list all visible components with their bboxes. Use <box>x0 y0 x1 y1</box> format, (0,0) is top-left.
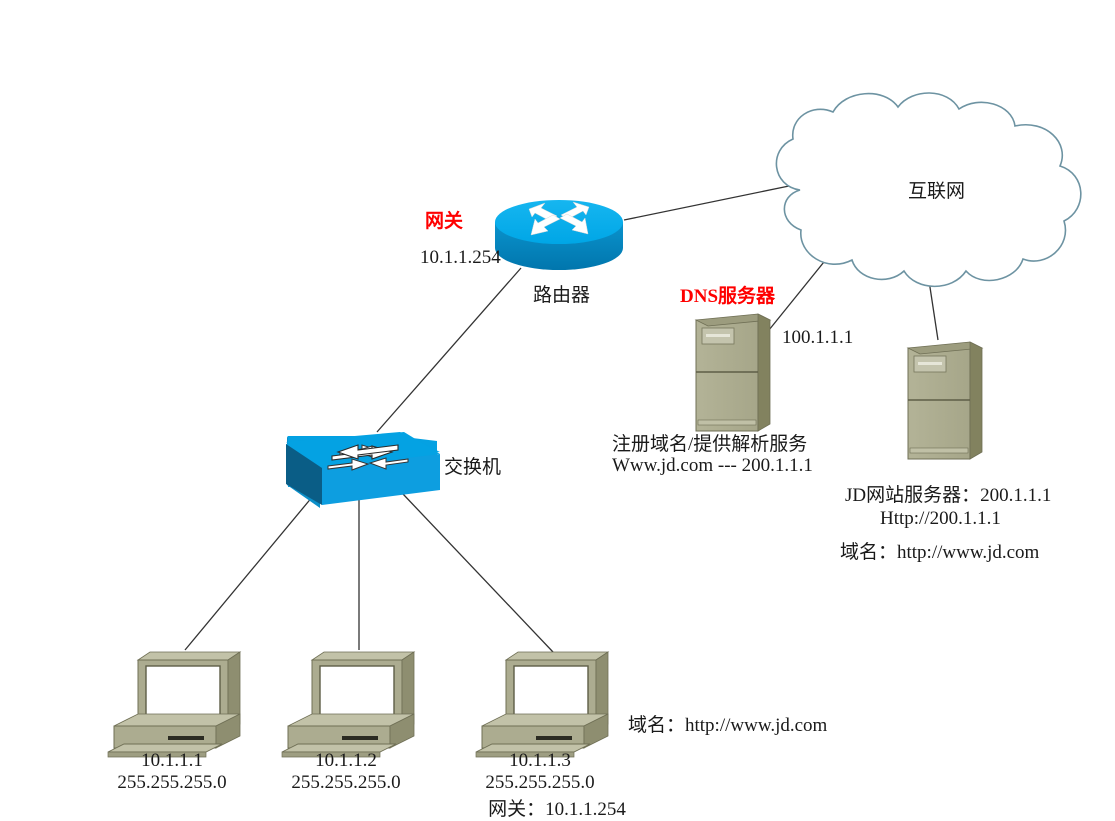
dns-server-ip-label: 100.1.1.1 <box>782 327 854 348</box>
pc2-ip-label: 10.1.1.2 <box>315 750 377 771</box>
pc3-ip-label: 10.1.1.3 <box>509 750 571 771</box>
cloud-label: 互联网 <box>908 181 966 202</box>
router-ip-label: 10.1.1.254 <box>420 247 501 268</box>
pc2-device <box>281 651 416 758</box>
dns-server-device <box>694 313 772 432</box>
pc3-device <box>475 651 610 758</box>
web-server-line2: Http://200.1.1.1 <box>880 508 1001 529</box>
pc2-mask-label: 255.255.255.0 <box>291 772 401 793</box>
pc1-mask-label: 255.255.255.0 <box>117 772 227 793</box>
web-server-device <box>906 341 984 460</box>
dns-server-role-label: 注册域名/提供解析服务 <box>612 434 808 455</box>
link-switch-pc3 <box>402 493 554 653</box>
router-device <box>495 200 623 270</box>
dns-server-record-label: Www.jd.com --- 200.1.1.1 <box>612 455 813 476</box>
link-cloud-dns <box>768 251 833 331</box>
pc1-device <box>107 651 242 758</box>
network-diagram-canvas: 互联网 网关 10.1.1.254 路由器 交换机 DNS服务器 100.1.1… <box>107 92 1082 820</box>
client-domain-annotation: 域名：http://www.jd.com <box>628 715 828 736</box>
web-server-line1: JD网站服务器：200.1.1.1 <box>845 485 1052 506</box>
link-lines <box>184 185 939 653</box>
dns-server-title: DNS服务器 <box>680 286 776 307</box>
link-router-switch <box>376 267 522 433</box>
switch-label: 交换机 <box>444 457 502 478</box>
router-label: 路由器 <box>533 285 591 306</box>
pc3-mask-label: 255.255.255.0 <box>485 772 595 793</box>
gateway-tag-label: 网关 <box>425 211 464 232</box>
web-server-line3: 域名：http://www.jd.com <box>840 542 1040 563</box>
pc3-gateway-label: 网关：10.1.1.254 <box>488 799 626 820</box>
link-switch-pc1 <box>184 495 314 651</box>
switch-device <box>286 432 440 508</box>
pc1-ip-label: 10.1.1.1 <box>141 750 203 771</box>
link-router-cloud <box>623 185 790 221</box>
cloud-internet <box>775 92 1082 288</box>
diagram-svg <box>107 92 1082 758</box>
